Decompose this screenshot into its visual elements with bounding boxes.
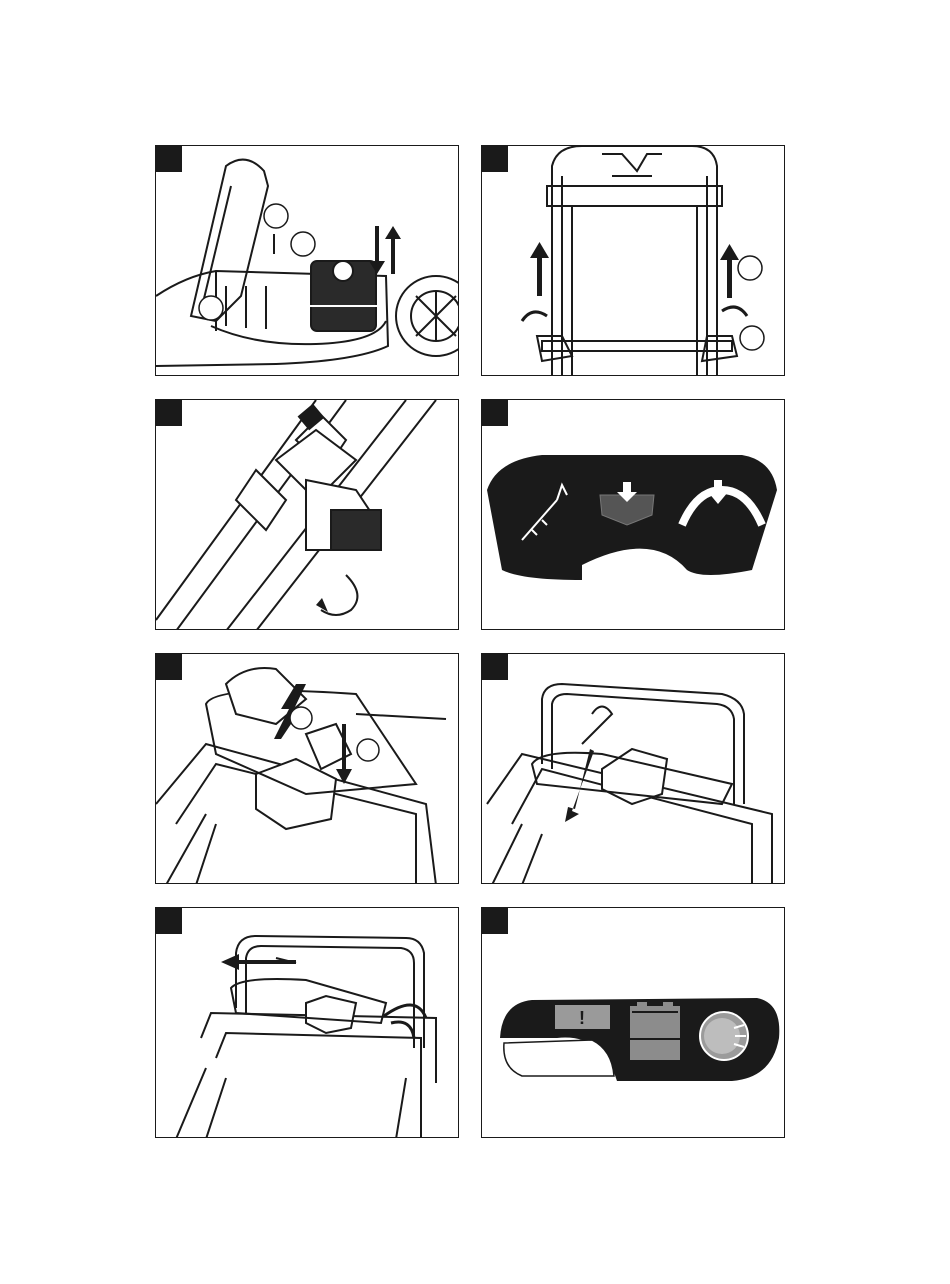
callout-1	[264, 204, 288, 228]
callout-2	[740, 326, 764, 350]
indicator-window	[504, 1040, 614, 1076]
illustration-panel-1	[155, 145, 459, 376]
illustration-panel-4	[481, 399, 785, 630]
warning-symbol: !	[579, 1008, 585, 1028]
callout-2	[357, 739, 379, 761]
callout-1	[738, 256, 762, 280]
illustration-panel-2	[481, 145, 785, 376]
bail-lever-pull-drawing	[482, 654, 785, 884]
hand-start-drawing	[156, 654, 459, 884]
illustration-panel-7	[155, 907, 459, 1138]
illustration-panel-5	[155, 653, 459, 884]
battery-compartment-drawing	[156, 146, 459, 376]
handle-raise-drawing	[482, 146, 785, 376]
battery-level-indicator	[630, 1002, 680, 1060]
callout-3	[199, 296, 223, 320]
illustration-panel-6	[481, 653, 785, 884]
illustration-panel-3	[155, 399, 459, 630]
light-indicator	[700, 1012, 748, 1060]
start-instructions-label	[482, 400, 785, 630]
bail-lever-release-drawing	[156, 908, 459, 1138]
indicator-panel-drawing: !	[482, 908, 785, 1138]
illustration-panel-8: !	[481, 907, 785, 1138]
callout-1	[290, 707, 312, 729]
clamp-lock-drawing	[156, 400, 459, 630]
callout-2	[291, 232, 315, 256]
